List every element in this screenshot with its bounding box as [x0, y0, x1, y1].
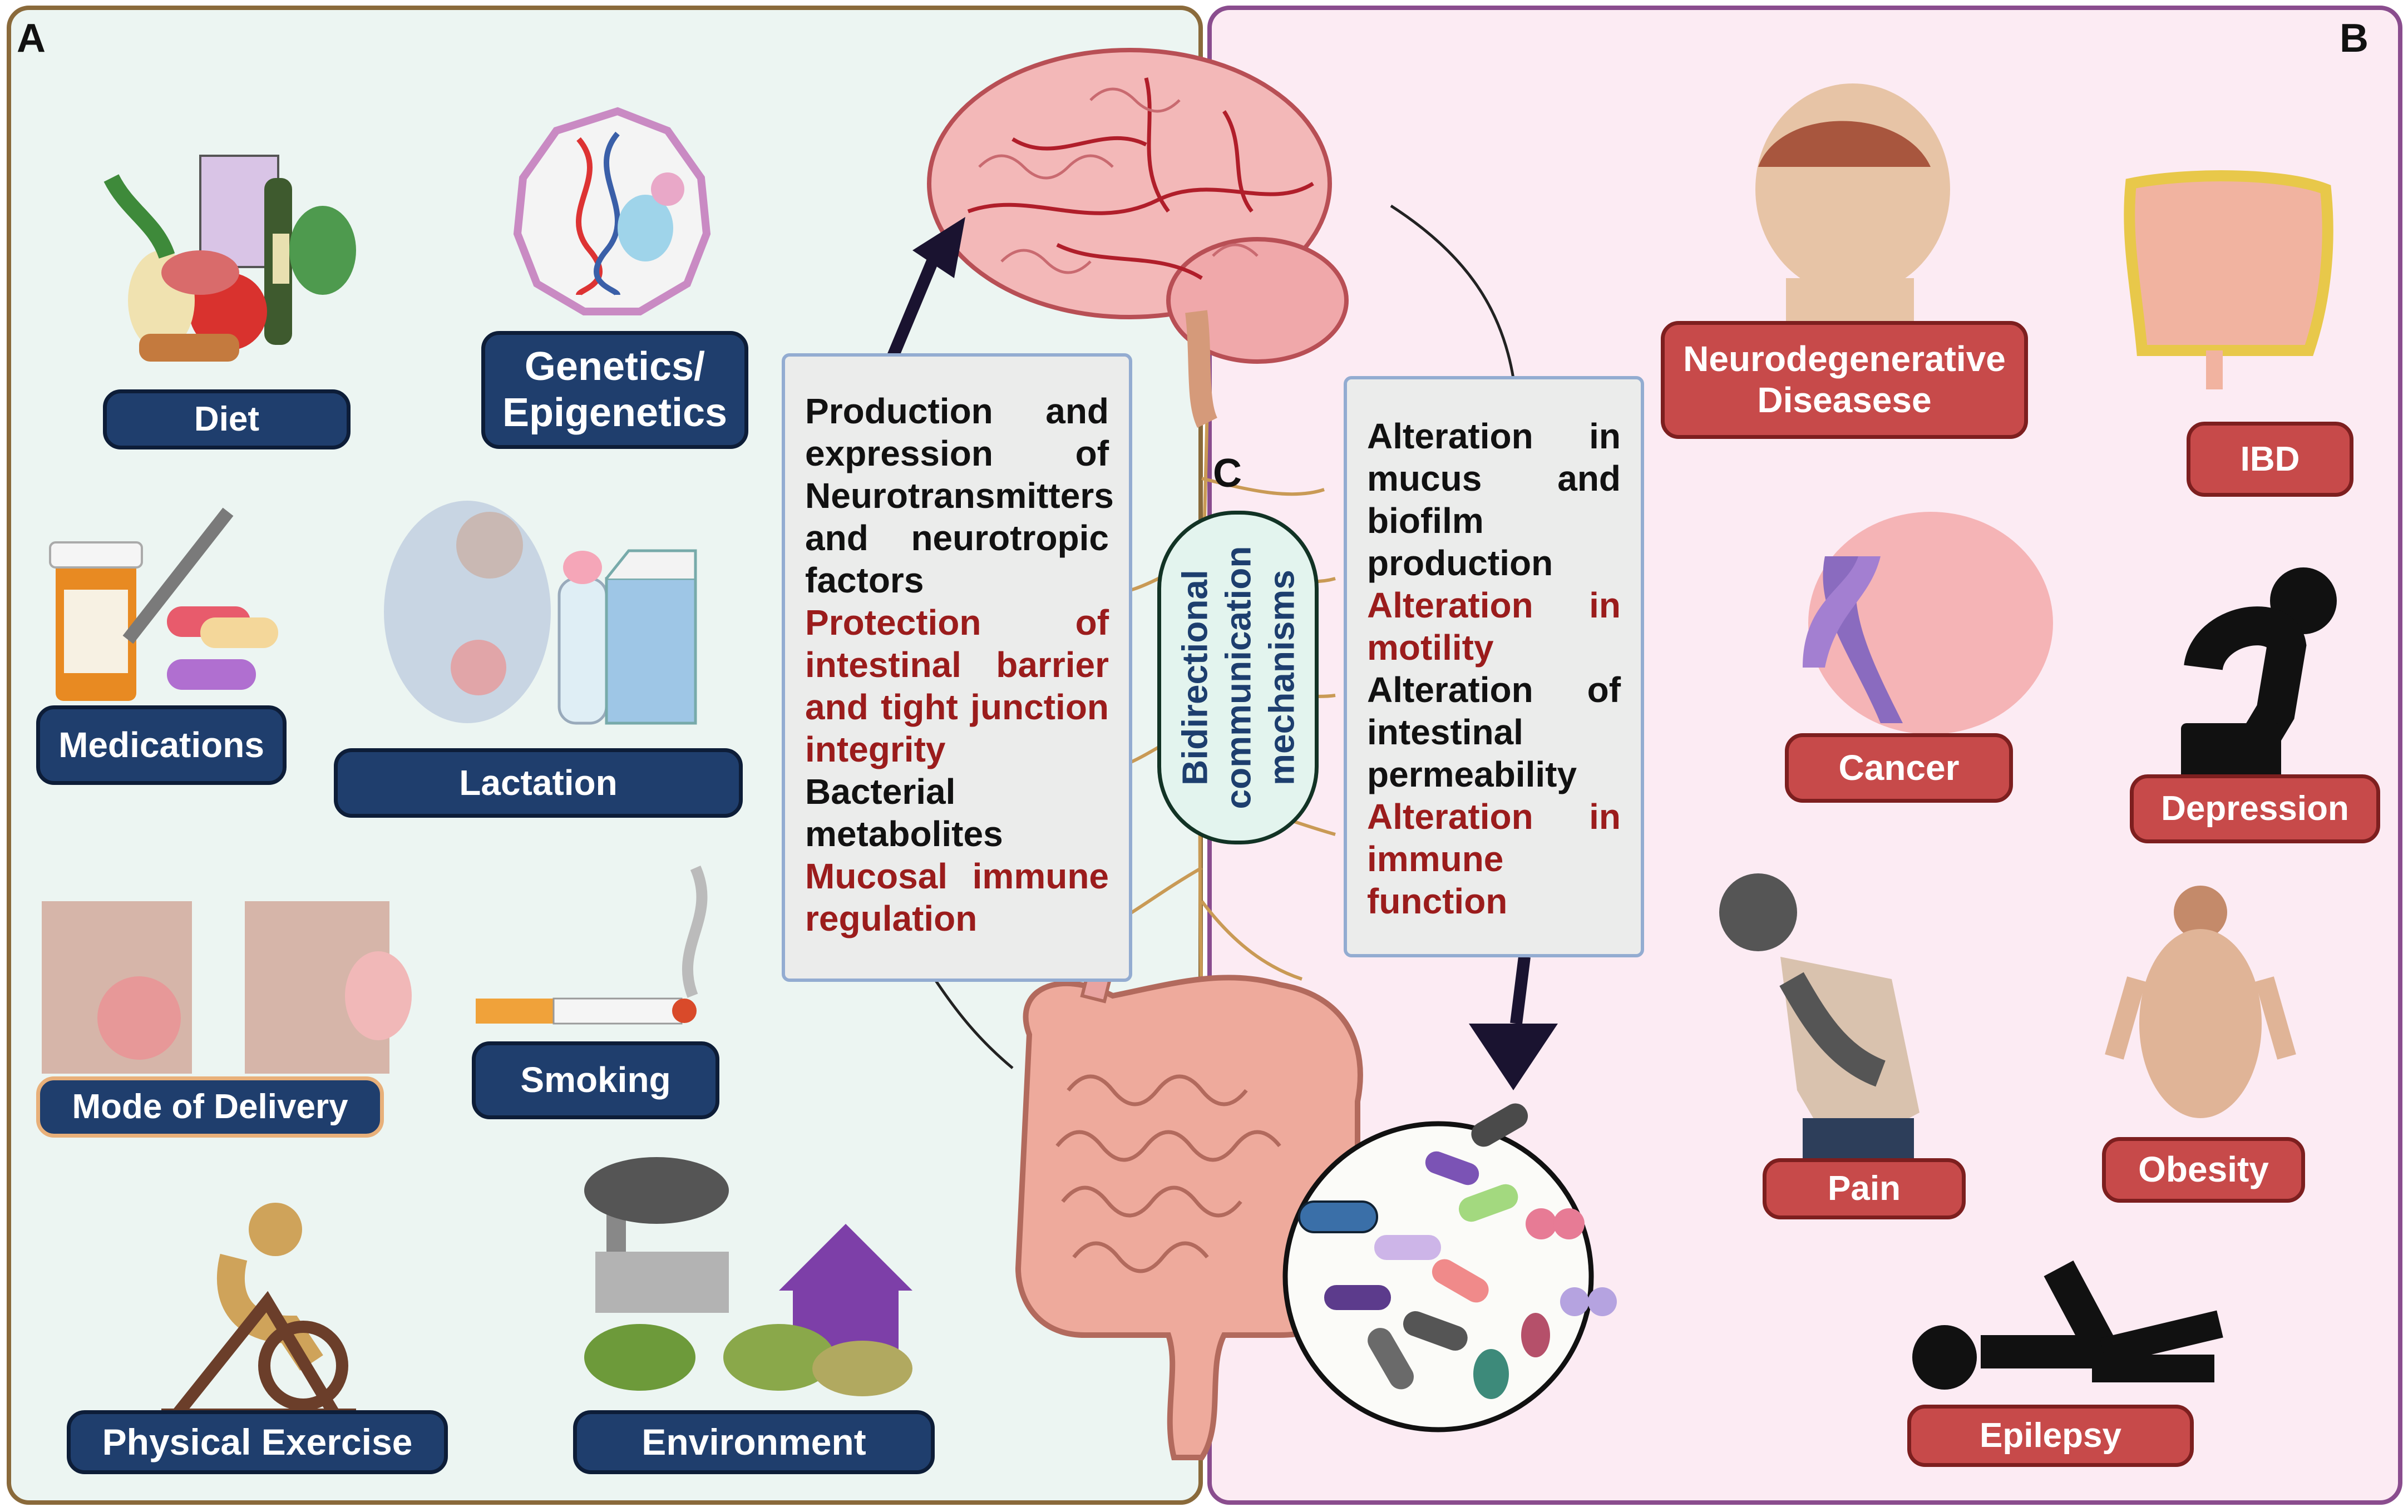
- diet-food-icon: [103, 155, 356, 362]
- connector-curve-right: [1390, 204, 1515, 379]
- brain-to-gut-line: Alteration of: [1367, 670, 1621, 710]
- gut-to-brain-line: Neurotransmitters: [805, 476, 1114, 516]
- environment-label: Environment: [573, 1410, 935, 1474]
- gut-to-brain-line: regulation: [805, 898, 978, 938]
- gut-to-brain-line: Bacterial: [805, 772, 956, 812]
- gut-to-brain-line: integrity: [805, 729, 946, 769]
- smoking-label: Smoking: [472, 1041, 719, 1119]
- obesity-figure-icon: [2105, 886, 2296, 1118]
- arrow-to-gut-icon: [1469, 1024, 1558, 1090]
- mechanism-line-2: communication: [1218, 546, 1258, 809]
- epilepsy-label: Epilepsy: [1907, 1405, 2194, 1467]
- brain-to-gut-line: Alteration in: [1367, 416, 1621, 456]
- medication-icon: [49, 507, 278, 701]
- cigarette-icon: [476, 865, 708, 1025]
- cancer-ribbon-icon: [1803, 512, 2053, 734]
- brain-to-gut-line: function: [1367, 881, 1508, 921]
- pain-figure-icon: [1719, 873, 1920, 1168]
- depression-figure-icon: [2181, 567, 2337, 790]
- brain-to-gut-line: mucus and: [1367, 458, 1621, 498]
- dna-epigenetics-icon: [513, 107, 711, 315]
- mode-of-delivery-label: Mode of Delivery: [36, 1076, 384, 1138]
- panel-c-letter: C: [1213, 451, 1242, 496]
- gut-to-brain-line: metabolites: [805, 814, 1003, 854]
- gut-to-brain-line: intestinal barrier: [805, 645, 1109, 685]
- environment-factory-house-icon: [584, 1157, 912, 1396]
- mechanism-line-3: mechanisms: [1261, 570, 1301, 785]
- gut-to-brain-line: factors: [805, 560, 924, 600]
- obesity-label: Obesity: [2102, 1137, 2305, 1203]
- physical-exercise-label: Physical Exercise: [67, 1410, 448, 1474]
- lactation-icon: [384, 501, 697, 725]
- arrow-to-brain-icon: [912, 217, 965, 278]
- ibd-label: IBD: [2187, 422, 2353, 497]
- brain-icon: [927, 48, 1349, 428]
- lactation-label: Lactation: [334, 748, 743, 818]
- cancer-label: Cancer: [1785, 733, 2013, 803]
- exercise-bike-icon: [161, 1203, 356, 1417]
- mechanism-line-1: Bidirectional: [1175, 570, 1215, 785]
- brain-to-gut-line: Alteration in: [1367, 797, 1621, 837]
- microbiome-icon: [1282, 1103, 1617, 1432]
- colon-ibd-icon: [2124, 170, 2333, 389]
- pain-label: Pain: [1763, 1158, 1966, 1219]
- neurodegenerative-label: Neurodegenerative Diseasese: [1661, 321, 2028, 439]
- depression-label: Depression: [2130, 774, 2380, 843]
- brain-to-gut-line: intestinal: [1367, 712, 1523, 752]
- brain-to-gut-line: motility: [1367, 627, 1494, 668]
- diet-label: Diet: [103, 389, 351, 449]
- brain-to-gut-line: biofilm: [1367, 501, 1484, 541]
- gut-to-brain-line: and neurotropic: [805, 518, 1109, 558]
- bidirectional-mechanisms-capsule: Bidirectional communication mechanisms: [1157, 511, 1319, 844]
- medications-label: Medications: [36, 705, 287, 785]
- brain-to-gut-line: production: [1367, 543, 1553, 583]
- pregnancy-icon: [42, 901, 412, 1074]
- gut-to-brain-line: expression of: [805, 433, 1109, 473]
- gut-to-brain-line: Production and: [805, 391, 1109, 431]
- brain-to-gut-line: permeability: [1367, 754, 1577, 794]
- gut-to-brain-line: and tight junction: [805, 687, 1109, 727]
- gut-to-brain-line: Protection of: [805, 602, 1109, 643]
- connector-curve-left: [933, 978, 1014, 1069]
- genetics-epigenetics-label: Genetics/ Epigenetics: [481, 331, 748, 449]
- epilepsy-figure-icon: [1912, 1260, 2223, 1390]
- panel-a-letter: A: [17, 16, 46, 61]
- brain-to-gut-line: Alteration in: [1367, 585, 1621, 625]
- panel-b-letter: B: [2340, 16, 2368, 61]
- gut-to-brain-line: Mucosal immune: [805, 856, 1109, 896]
- brain-to-gut-line: immune: [1367, 839, 1504, 879]
